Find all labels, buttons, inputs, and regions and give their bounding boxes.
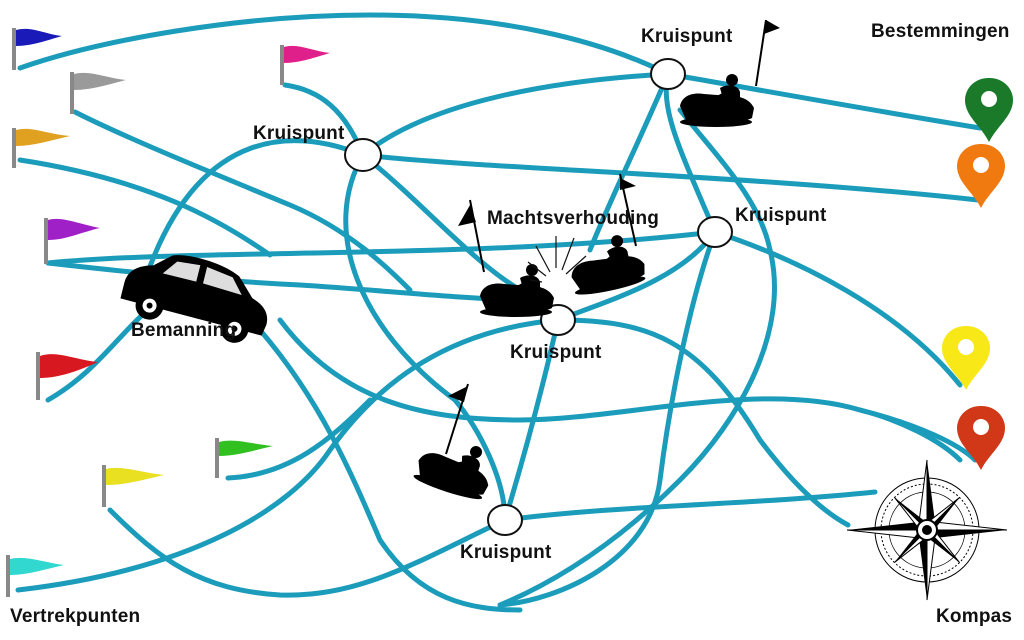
start-flags: [6, 28, 330, 597]
road: [555, 229, 718, 323]
power-balance-label: Machtsverhouding: [487, 208, 660, 229]
road: [857, 407, 963, 463]
road: [343, 152, 508, 523]
flag-icon: [12, 28, 62, 70]
flag-icon: [6, 555, 64, 597]
road: [502, 317, 561, 523]
flag-icon: [70, 72, 126, 114]
road: [17, 157, 273, 258]
crossing-node-upper-left: [344, 138, 382, 172]
road: [72, 109, 413, 293]
road: [45, 260, 523, 303]
flag-icon: [280, 45, 330, 85]
flag-icon: [215, 438, 273, 478]
collision-burst-icon: [527, 236, 587, 283]
destinations-label: Bestemmingen: [871, 21, 1010, 42]
road: [360, 71, 671, 158]
flag-cloth: [16, 28, 62, 46]
road: [225, 397, 373, 481]
flag-icon: [44, 218, 100, 264]
compass-label: Kompas: [936, 606, 1013, 627]
crossing-nodes: [344, 58, 733, 536]
road: [665, 71, 983, 131]
bumper-car-icon: [680, 19, 780, 127]
starting-points-label: Vertrekpunten: [10, 606, 141, 627]
crossing-label-upper-left: Kruispunt: [253, 123, 345, 144]
road: [17, 12, 671, 77]
road: [15, 317, 561, 593]
road: [257, 327, 523, 613]
road: [555, 317, 851, 528]
map-pin-icon: [942, 326, 990, 390]
crossing-node-bottom: [487, 504, 523, 536]
road: [107, 507, 508, 598]
road: [360, 152, 523, 293]
map-pin-icon: [957, 406, 1005, 470]
road: [142, 138, 366, 283]
car-icon: [120, 255, 268, 343]
road: [360, 152, 981, 203]
bumper-car-icon: [458, 199, 554, 317]
road: [45, 229, 718, 266]
crossing-label-bottom: Kruispunt: [460, 542, 552, 563]
bumper-car-icon: [564, 173, 649, 298]
flag-icon: [36, 352, 98, 400]
crossing-label-right: Kruispunt: [735, 205, 827, 226]
road: [497, 107, 777, 608]
crossing-label-top: Kruispunt: [641, 26, 733, 47]
destination-pins: [942, 78, 1013, 470]
crossing-node-top: [650, 58, 686, 90]
flag-icon: [12, 128, 70, 168]
bumper-car-icon: [412, 383, 499, 504]
flag-icon: [102, 465, 164, 507]
road: [277, 317, 978, 463]
road: [502, 489, 878, 523]
road: [587, 71, 671, 253]
map-pin-icon: [965, 78, 1013, 142]
road: [712, 229, 963, 388]
crossing-node-right: [697, 216, 733, 248]
compass-rose-icon: [846, 459, 1008, 601]
crossing-label-center: Kruispunt: [510, 342, 602, 363]
road: [497, 229, 718, 608]
crew-label: Bemanning: [131, 320, 237, 341]
